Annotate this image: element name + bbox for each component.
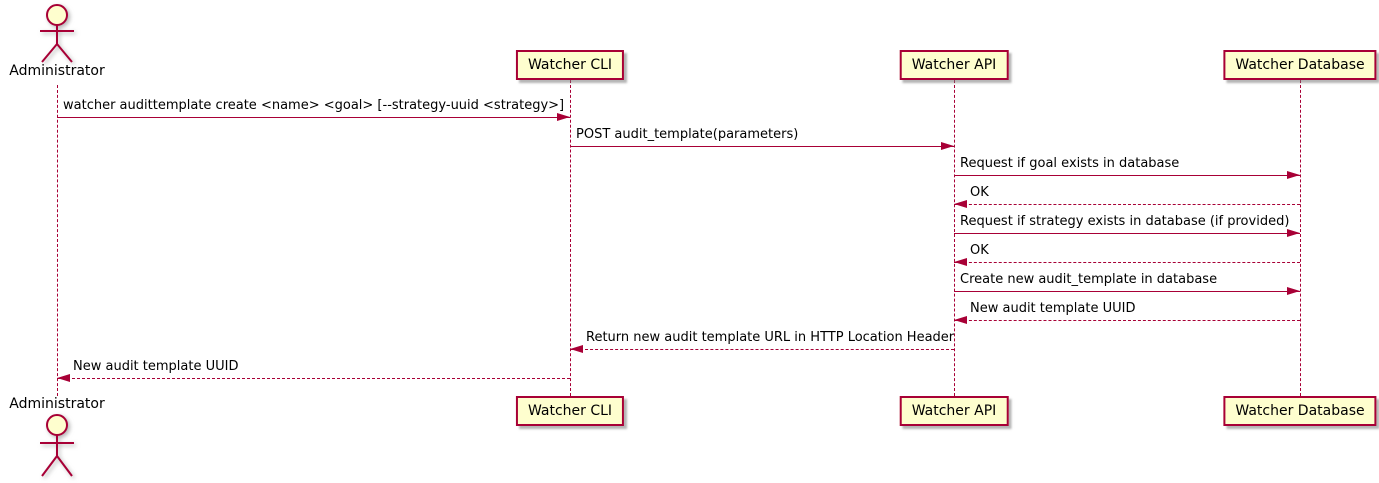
arrowhead-5 (1287, 229, 1300, 237)
participant-api-top: Watcher API (899, 50, 1009, 80)
message-line-8 (954, 320, 1300, 321)
message-label-10: New audit template UUID (73, 359, 239, 374)
message-line-9 (570, 349, 954, 350)
message-line-4 (954, 204, 1300, 205)
arrowhead-7 (1287, 287, 1300, 295)
lifeline-db (1300, 80, 1301, 396)
arrowhead-1 (557, 113, 570, 121)
message-line-7 (954, 291, 1300, 292)
message-label-4: OK (970, 185, 989, 200)
lifeline-admin (57, 85, 58, 396)
message-line-1 (57, 117, 570, 118)
message-line-10 (57, 378, 570, 379)
arrowhead-6 (954, 258, 967, 266)
message-label-3: Request if goal exists in database (960, 156, 1180, 171)
participant-cli-bottom: Watcher CLI (515, 396, 625, 426)
participant-cli-top: Watcher CLI (515, 50, 625, 80)
message-line-6 (954, 262, 1300, 263)
actor-administrator-label-top: Administrator (9, 63, 105, 79)
message-line-5 (954, 233, 1300, 234)
participant-db-top: Watcher Database (1223, 50, 1377, 80)
participant-db-bottom: Watcher Database (1223, 396, 1377, 426)
actor-administrator-icon-top (40, 4, 74, 63)
lifeline-cli (570, 80, 571, 396)
message-label-7: Create new audit_template in database (960, 272, 1218, 287)
message-label-9: Return new audit template URL in HTTP Lo… (586, 330, 955, 345)
message-label-6: OK (970, 243, 989, 258)
message-line-3 (954, 175, 1300, 176)
arrowhead-9 (570, 345, 583, 353)
message-line-2 (570, 146, 954, 147)
message-label-2: POST audit_template(parameters) (576, 127, 799, 142)
arrowhead-4 (954, 200, 967, 208)
lifeline-api (954, 80, 955, 396)
actor-administrator-label-bottom: Administrator (9, 396, 105, 412)
message-label-8: New audit template UUID (970, 301, 1136, 316)
participant-api-bottom: Watcher API (899, 396, 1009, 426)
arrowhead-3 (1287, 171, 1300, 179)
message-label-1: watcher audittemplate create <name> <goa… (63, 98, 565, 113)
actor-administrator-icon-bottom (40, 414, 74, 477)
arrowhead-8 (954, 316, 967, 324)
arrowhead-2 (941, 142, 954, 150)
message-label-5: Request if strategy exists in database (… (960, 214, 1290, 229)
arrowhead-10 (57, 374, 70, 382)
